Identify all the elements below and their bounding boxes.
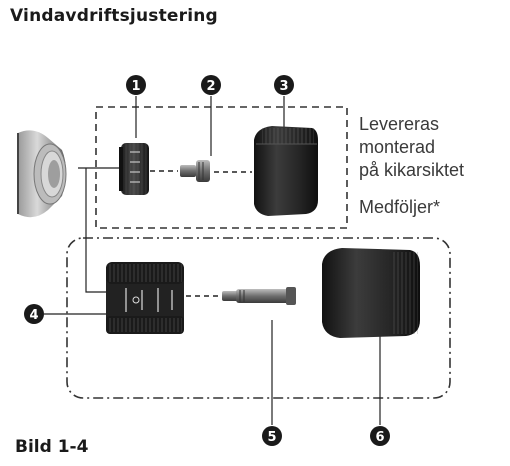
mounted-note: Levereras monterad på kikarsiktet [359, 113, 509, 182]
callout-3: 3 [274, 75, 294, 95]
mounted-note-line1: Levereras monterad [359, 114, 440, 157]
part-2-screw [180, 160, 210, 182]
callout-2-label: 2 [206, 79, 215, 94]
part-3-cap [254, 126, 318, 216]
scope-turret-base [17, 130, 67, 218]
callout-1: 1 [126, 75, 146, 95]
part-4-large-dial [106, 262, 184, 334]
callout-1-label: 1 [131, 79, 140, 94]
mounted-note-line2: på kikarsiktet [359, 160, 465, 180]
callout-2: 2 [201, 75, 221, 95]
included-note: Medföljer* [359, 197, 441, 217]
callout-3-label: 3 [279, 79, 288, 94]
link-dashes [150, 170, 252, 297]
part-1-small-dial [119, 143, 149, 195]
mounted-parts-outline [95, 106, 348, 229]
callout-6: 6 [370, 426, 390, 446]
leader-lines [44, 96, 381, 425]
diagram-title: Vindavdriftsjustering [10, 6, 218, 26]
callout-6-label: 6 [375, 430, 384, 445]
part-6-large-cap [322, 248, 420, 338]
included-parts-outline [66, 237, 451, 399]
figure-label: Bild 1-4 [15, 437, 89, 457]
callout-4-label: 4 [29, 308, 38, 323]
callout-4: 4 [24, 304, 44, 324]
callout-5: 5 [262, 426, 282, 446]
part-5-long-screw [222, 287, 296, 305]
callout-5-label: 5 [267, 430, 276, 445]
